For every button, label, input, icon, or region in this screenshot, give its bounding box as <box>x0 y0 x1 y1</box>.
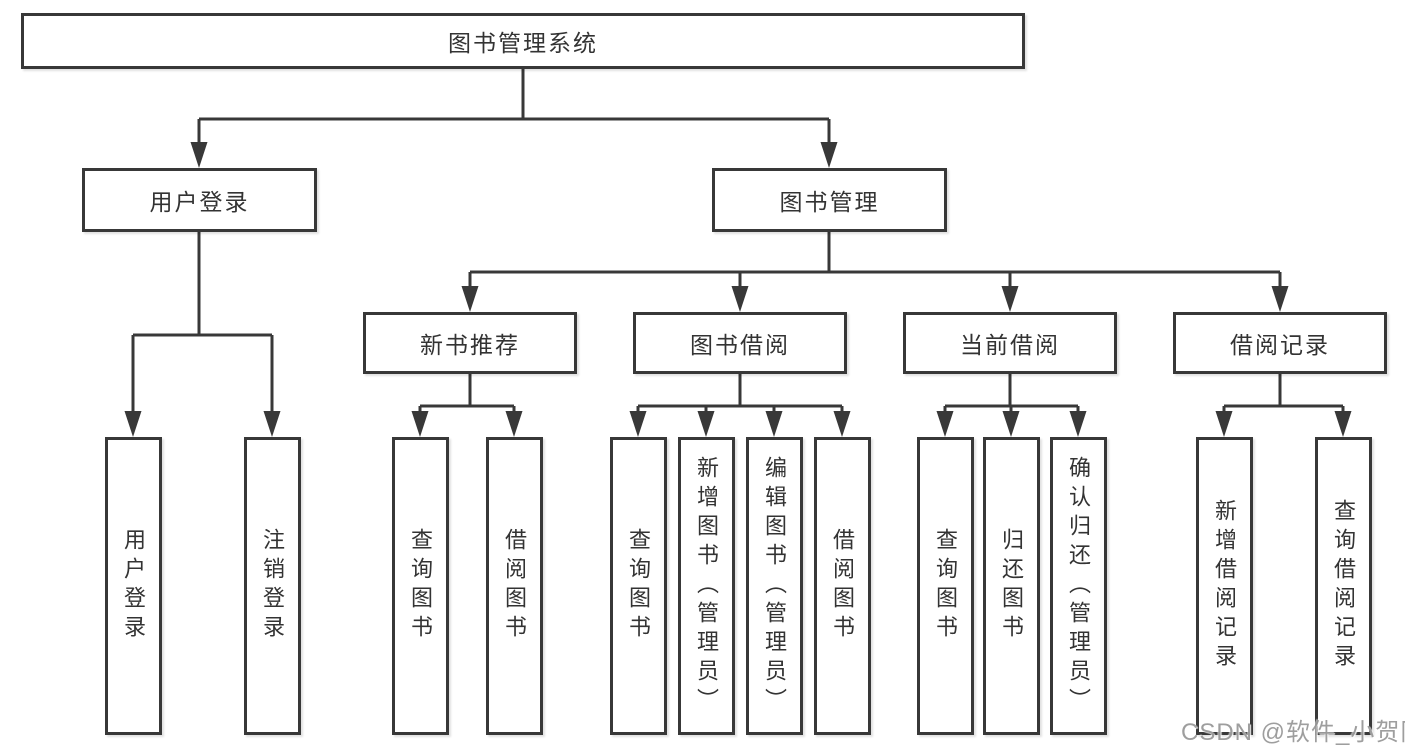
node-borrowing-records: 借阅记录 <box>1173 312 1387 374</box>
node-new-book-recommendation: 新书推荐 <box>363 312 577 374</box>
arrow-down-icon <box>697 411 715 437</box>
arrow-down-icon <box>833 411 851 437</box>
node-user-login: 用户登录 <box>82 168 317 232</box>
arrow-down-icon <box>629 411 647 437</box>
arrow-down-icon <box>1271 286 1289 312</box>
arrow-down-icon <box>124 411 142 437</box>
leaf-query-borrow-record: 查询借阅记录 <box>1314 437 1372 735</box>
arrow-down-icon <box>1069 411 1087 437</box>
arrow-down-icon <box>190 142 208 168</box>
arrow-down-icon <box>1334 411 1352 437</box>
leaf-confirm-return-admin: 确认归还（管理员） <box>1049 437 1107 735</box>
leaf-query-books-recommend: 查询图书 <box>391 437 449 735</box>
arrowheads <box>124 142 1352 437</box>
arrow-down-icon <box>461 286 479 312</box>
connector-lines <box>131 69 1345 415</box>
csdn-watermark: CSDN @软件_小贺同学 <box>1181 719 1405 746</box>
node-current-borrowing: 当前借阅 <box>903 312 1117 374</box>
arrow-down-icon <box>820 142 838 168</box>
leaf-borrow-books: 借阅图书 <box>813 437 871 735</box>
leaf-edit-books-admin: 编辑图书（管理员） <box>745 437 803 735</box>
node-book-management: 图书管理 <box>712 168 947 232</box>
arrow-down-icon <box>411 411 429 437</box>
node-book-borrowing: 图书借阅 <box>633 312 847 374</box>
arrow-down-icon <box>765 411 783 437</box>
arrow-down-icon <box>505 411 523 437</box>
leaf-add-borrow-record: 新增借阅记录 <box>1195 437 1253 735</box>
arrow-down-icon <box>1215 411 1233 437</box>
leaf-borrow-books-recommend: 借阅图书 <box>485 437 543 735</box>
node-root-system: 图书管理系统 <box>21 13 1025 69</box>
leaf-logout-login: 注销登录 <box>243 437 301 735</box>
arrow-down-icon <box>731 286 749 312</box>
leaf-add-books-admin: 新增图书（管理员） <box>677 437 735 735</box>
arrow-down-icon <box>936 411 954 437</box>
arrow-down-icon <box>263 411 281 437</box>
leaf-query-books-current: 查询图书 <box>916 437 974 735</box>
leaf-user-login: 用户登录 <box>104 437 162 735</box>
arrow-down-icon <box>1002 411 1020 437</box>
arrow-down-icon <box>1001 286 1019 312</box>
leaf-query-books-borrow: 查询图书 <box>609 437 667 735</box>
leaf-return-books: 归还图书 <box>982 437 1040 735</box>
